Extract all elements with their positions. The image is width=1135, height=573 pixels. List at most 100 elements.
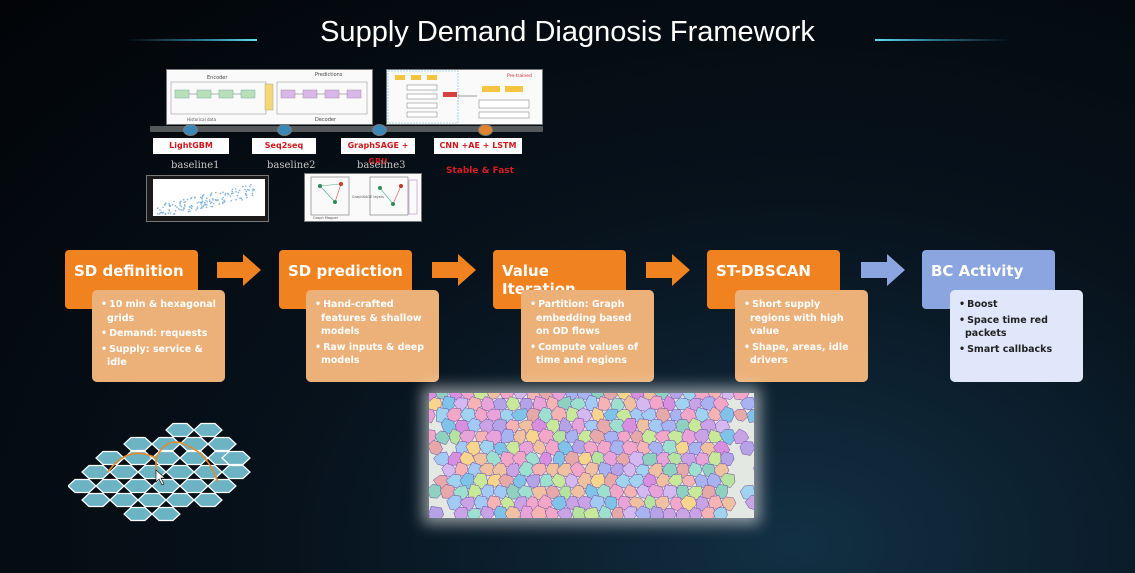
scatter-point (159, 209, 161, 211)
map-region (732, 409, 749, 422)
hexagon-cell (193, 464, 223, 480)
map-region (720, 451, 735, 467)
bullet-item: Compute values of time and regions (530, 341, 648, 368)
stage-sd-prediction-body: Hand-crafted features & shallow models R… (306, 290, 439, 382)
map-region (654, 495, 670, 511)
map-region (707, 406, 723, 421)
map-region (649, 506, 665, 518)
stage-st-dbscan-bullets: Short supply regions with high value Sha… (744, 298, 862, 368)
map-region (556, 396, 573, 411)
scatter-point (200, 207, 202, 209)
scatter-point (223, 200, 226, 203)
scatter-point (221, 202, 224, 205)
stage-sd-definition-bullets: 10 min & hexagonal grids Demand: request… (101, 298, 219, 370)
model-box-lightgbm: LightGBM (153, 138, 229, 154)
cursor-icon (155, 469, 166, 486)
scatter-point (162, 206, 164, 209)
scatter-point (227, 193, 230, 196)
scatter-point (168, 210, 171, 212)
flow-arrow-right-icon (646, 254, 690, 286)
scatter-point (195, 209, 197, 211)
stage-bc-activity-body: Boost Space time red packets Smart callb… (950, 290, 1083, 382)
scatter-point (223, 199, 225, 202)
map-region (429, 483, 442, 499)
map-region (467, 418, 482, 433)
scatter-point (190, 196, 193, 199)
hexagon-cell (137, 492, 167, 508)
hexagon-cell (165, 422, 195, 438)
scatter-point (167, 212, 170, 214)
hexagon-cell (95, 450, 125, 466)
scatter-point (182, 198, 185, 201)
graph-mid-label: GraphSAGE layers (352, 195, 384, 199)
map-region (746, 408, 754, 423)
hexagon-cell (67, 478, 97, 494)
map-region (719, 428, 737, 446)
flow-arrow-right-icon (432, 254, 476, 286)
hexagon-cell (221, 450, 251, 466)
scatter-point (201, 200, 204, 202)
map-region (510, 408, 530, 422)
scatter-point (179, 209, 181, 211)
scatter-point (200, 203, 202, 205)
map-region (598, 396, 612, 411)
hexagon-cell (109, 492, 139, 508)
scatter-point (206, 200, 208, 203)
scatter-point (156, 213, 159, 215)
stage-value-iteration-bullets: Partition: Graph embedding based on OD f… (530, 298, 648, 368)
bullet-item: Raw inputs & deep models (315, 341, 433, 368)
scatter-point (231, 190, 233, 193)
hexagon-grid (67, 422, 251, 522)
scatter-plot (153, 179, 265, 216)
scatter-point (244, 185, 247, 187)
scatter-point (251, 194, 254, 197)
scatter-point (252, 189, 254, 192)
hexagon-cell (123, 436, 153, 452)
hexagon-cell (81, 464, 111, 480)
map-region (662, 484, 679, 499)
trip-route (155, 441, 189, 459)
scatter-point (230, 192, 233, 195)
timeline-dot-2 (277, 124, 292, 136)
scatter-point (188, 208, 190, 211)
map-region (577, 452, 593, 466)
scatter-point (222, 196, 224, 199)
trip-route (107, 452, 157, 473)
timeline-dot-3 (372, 124, 387, 136)
map-region (493, 505, 510, 518)
scatter-point (200, 205, 203, 207)
scatter-point (157, 207, 159, 209)
map-region (694, 407, 710, 422)
map-region (753, 466, 754, 471)
hexagon-cell (81, 492, 111, 508)
bullet-item: Boost (959, 298, 1077, 312)
scatter-point (196, 206, 199, 208)
timeline-dot-1 (183, 124, 198, 136)
scatter-point (171, 204, 174, 206)
scatter-point (179, 204, 181, 206)
scatter-point (246, 188, 249, 191)
map-region (610, 463, 625, 478)
scatter-point (234, 188, 237, 190)
scatter-point (198, 201, 200, 203)
scatter-point (169, 205, 171, 207)
scatter-thumbnail (146, 175, 269, 222)
map-region (545, 506, 560, 518)
map-region (518, 461, 536, 477)
map-region (539, 473, 555, 488)
stage-sd-definition-title: SD definition (74, 262, 184, 280)
graph-thumbnail: GraphSAGE layers Graph Mapper (304, 173, 422, 222)
scatter-point (251, 192, 254, 195)
hexagon-cell (165, 464, 195, 480)
scatter-point (224, 192, 227, 195)
stage-value-iteration-body: Partition: Graph embedding based on OD f… (521, 290, 654, 382)
hexagon-cell (123, 506, 153, 522)
predictions-label: Predictions (315, 72, 343, 78)
scatter-point (218, 203, 221, 205)
scatter-point (210, 192, 213, 194)
scatter-point (204, 201, 206, 204)
hexagon-cell (179, 436, 209, 452)
scatter-point (213, 202, 215, 205)
scatter-point (245, 190, 248, 193)
hexagon-cell (151, 436, 181, 452)
